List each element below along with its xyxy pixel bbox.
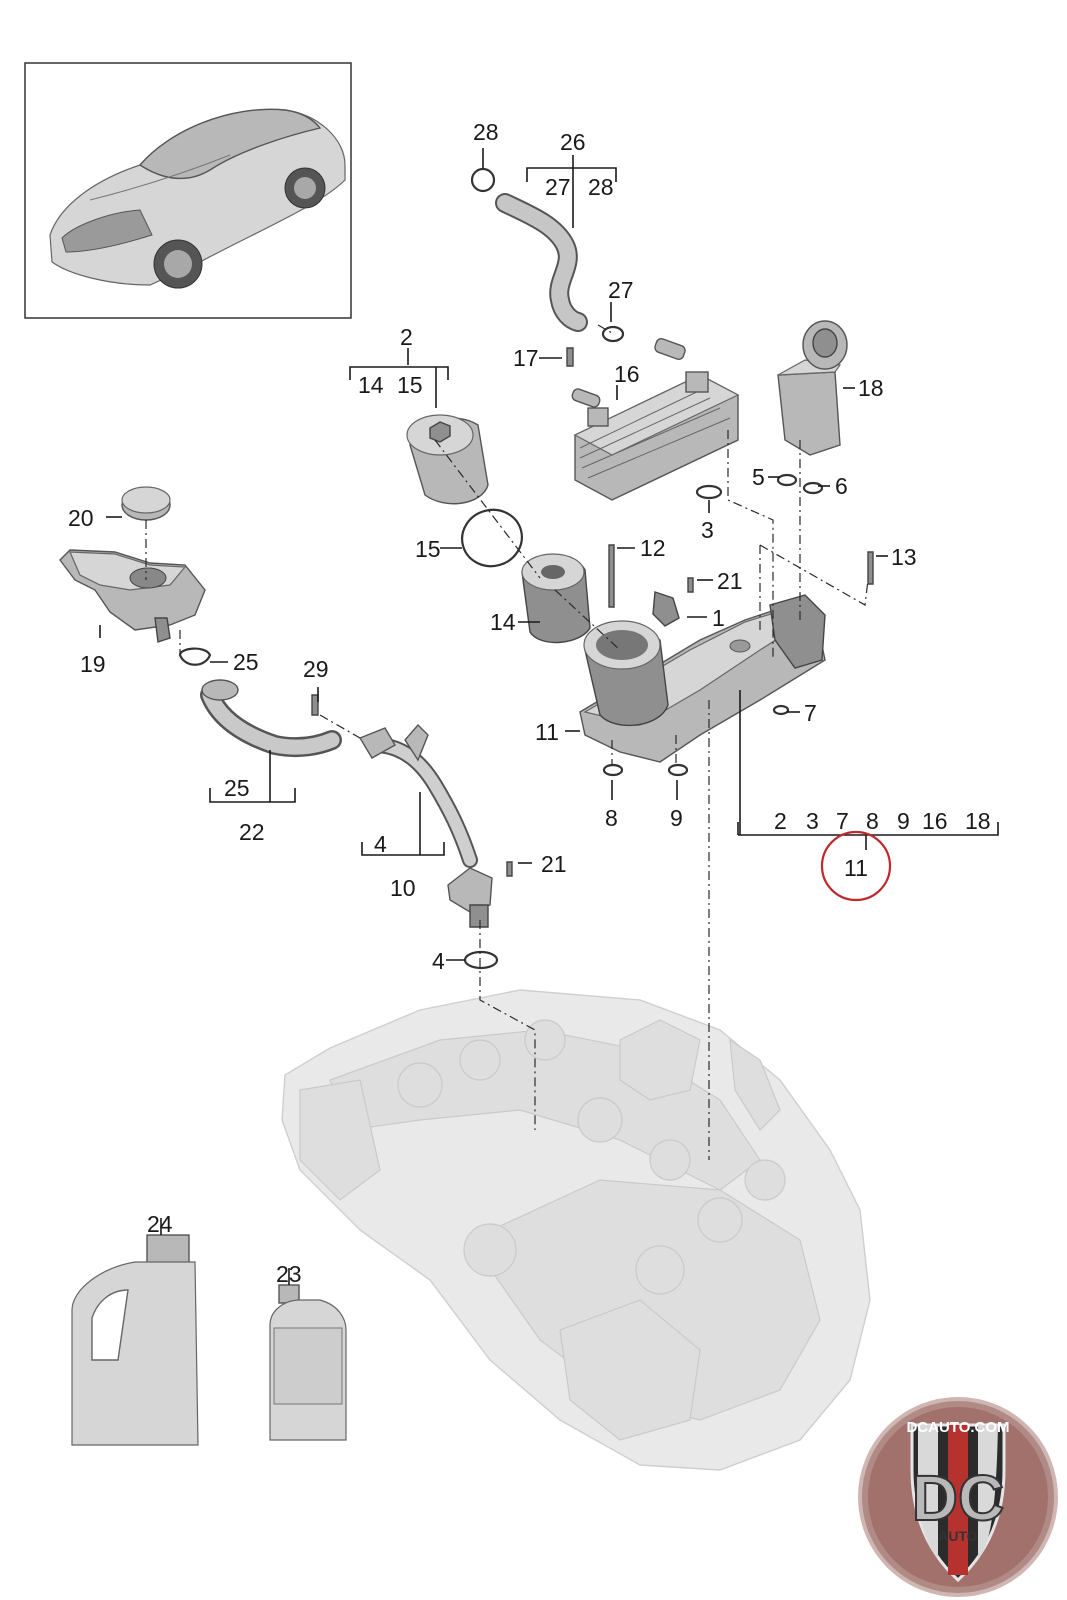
oil-filter-housing bbox=[579, 544, 874, 777]
callout-8: 8 bbox=[605, 805, 618, 831]
callout-5: 5 bbox=[752, 464, 765, 490]
callout-27: 27 bbox=[608, 277, 634, 303]
callout-29: 29 bbox=[303, 656, 329, 682]
bracket-2-item-14: 14 bbox=[358, 372, 384, 398]
callout-11-highlighted: 11 bbox=[844, 855, 868, 881]
vehicle-thumbnail bbox=[24, 62, 352, 319]
callout-labels: 28 26 27 28 27 17 16 2 14 15 18 5 6 3 20… bbox=[68, 119, 991, 1287]
leader-lines bbox=[99, 148, 999, 1285]
oil-bottle-small bbox=[269, 1284, 347, 1441]
engine-block-ghost bbox=[281, 989, 871, 1471]
coolant-hose-26 bbox=[470, 167, 625, 343]
callout-12: 12 bbox=[640, 535, 666, 561]
bracket-11-item-16: 16 bbox=[922, 808, 948, 834]
car-illustration bbox=[49, 108, 346, 289]
oil-cooler bbox=[566, 338, 740, 501]
logo-sub-text: AUTO bbox=[938, 1528, 978, 1544]
dcauto-logo: DCAUTO.COM DC AUTO bbox=[858, 1397, 1058, 1597]
bracket-11-item-18: 18 bbox=[965, 808, 991, 834]
callout-2-top: 2 bbox=[400, 324, 413, 350]
bracket-11-item-9: 9 bbox=[897, 808, 910, 834]
callout-23: 23 bbox=[276, 1261, 302, 1287]
oil-return-pipe-10 bbox=[311, 694, 513, 970]
callout-18: 18 bbox=[858, 375, 884, 401]
bracket-10-item-4: 4 bbox=[374, 831, 387, 857]
callout-25-top: 25 bbox=[233, 649, 259, 675]
bracket-11-item-2: 2 bbox=[774, 808, 787, 834]
breather-pipe-22 bbox=[200, 679, 342, 758]
highlight-circle-11: 11 bbox=[820, 830, 892, 902]
callout-7: 7 bbox=[804, 700, 817, 726]
bracket-26-item-27: 27 bbox=[545, 174, 571, 200]
callout-17: 17 bbox=[513, 345, 539, 371]
callout-15: 15 bbox=[415, 536, 441, 562]
callout-6: 6 bbox=[835, 473, 848, 499]
callout-22: 22 bbox=[239, 819, 265, 845]
callout-11-left: 11 bbox=[535, 719, 559, 745]
callout-14: 14 bbox=[490, 609, 516, 635]
callout-21-bottom: 21 bbox=[541, 851, 567, 877]
oil-filter-cap bbox=[406, 414, 523, 568]
logo-main-text: DC bbox=[912, 1462, 1004, 1534]
callout-9: 9 bbox=[670, 805, 683, 831]
callout-26: 26 bbox=[560, 129, 586, 155]
oil-filler-neck bbox=[59, 549, 212, 666]
bracket-11-item-7: 7 bbox=[836, 808, 849, 834]
oil-separator bbox=[776, 320, 848, 495]
oil-filler-cap bbox=[121, 486, 171, 521]
callout-28: 28 bbox=[473, 119, 499, 145]
callout-21-top: 21 bbox=[717, 568, 743, 594]
bracket-22-item-25: 25 bbox=[224, 775, 250, 801]
callout-24: 24 bbox=[147, 1211, 173, 1237]
bracket-26-item-28: 28 bbox=[588, 174, 614, 200]
callout-19: 19 bbox=[80, 651, 106, 677]
bracket-11-item-3: 3 bbox=[806, 808, 819, 834]
assembly-centerlines bbox=[145, 324, 869, 1160]
callout-1: 1 bbox=[712, 605, 725, 631]
callout-20: 20 bbox=[68, 505, 94, 531]
bracket-2-item-15: 15 bbox=[397, 372, 423, 398]
callout-3: 3 bbox=[701, 517, 714, 543]
callout-13: 13 bbox=[891, 544, 917, 570]
oil-canister-large bbox=[71, 1234, 199, 1446]
callout-4-bottom: 4 bbox=[432, 948, 445, 974]
oil-filter-element bbox=[521, 553, 591, 644]
callout-10: 10 bbox=[390, 875, 416, 901]
callout-16: 16 bbox=[614, 361, 640, 387]
bracket-11-item-8: 8 bbox=[866, 808, 879, 834]
logo-top-text: DCAUTO.COM bbox=[906, 1419, 1009, 1436]
